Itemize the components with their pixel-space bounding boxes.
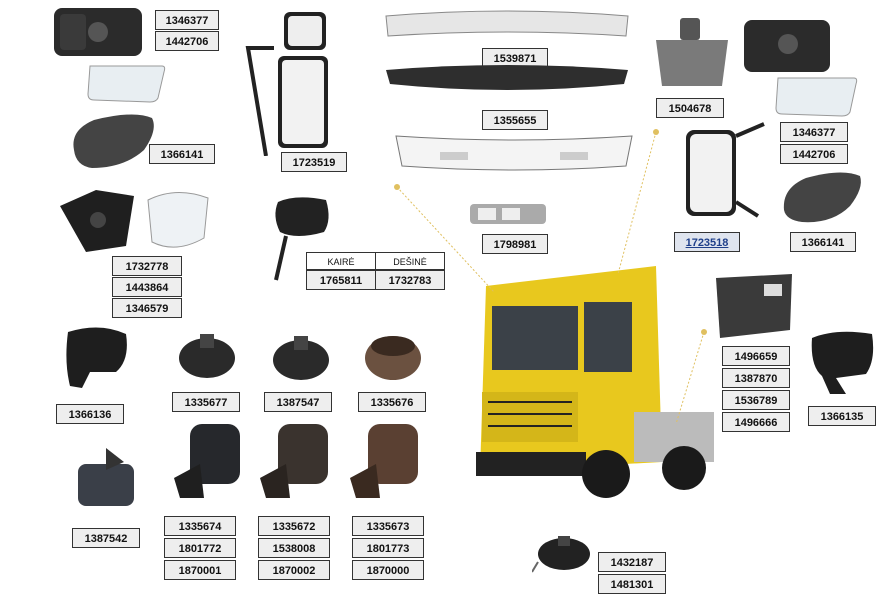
part-number-label: 1870001	[164, 560, 236, 580]
truck-mirror-arm-image	[244, 8, 332, 157]
filter-assembly-image	[346, 418, 426, 502]
part-number-label: 1335677	[172, 392, 240, 412]
side-panel-image	[712, 272, 796, 340]
part-number-label: 1366141	[149, 144, 215, 164]
table-header-left: KAIRĖ	[306, 252, 376, 270]
part-number-label: 1870002	[258, 560, 330, 580]
fuel-cap-image	[531, 526, 596, 576]
truck-mirror-right-image	[682, 122, 766, 222]
part-number-label: 1387542	[72, 528, 140, 548]
sun-visor-white-image	[382, 8, 632, 42]
part-number-label: 1346579	[112, 298, 182, 318]
lamp-image	[468, 200, 548, 228]
part-number-label: 1355655	[482, 110, 548, 130]
part-number-label: 1387870	[722, 368, 790, 388]
filter-cap-image	[362, 328, 424, 382]
table-value-right: 1732783	[375, 270, 445, 290]
part-number-label: 1346377	[155, 10, 219, 30]
part-number-label: 1335672	[258, 516, 330, 536]
part-number-label: 1870000	[352, 560, 424, 580]
part-number-label: 1732778	[112, 256, 182, 276]
truck-image	[466, 262, 722, 506]
mirror-glass-image	[772, 74, 860, 118]
mirror-backing-plate-image	[56, 186, 216, 256]
part-number-label: 1366136	[56, 404, 124, 424]
mirror-housing-image	[60, 322, 132, 392]
part-number-label: 1496659	[722, 346, 790, 366]
part-number-label: 1801773	[352, 538, 424, 558]
part-number-label: 1442706	[155, 31, 219, 51]
mirror-glass-backing-image	[742, 18, 832, 74]
part-number-label: 1335676	[358, 392, 426, 412]
part-number-label: 1723519	[281, 152, 347, 172]
filter-assembly-image	[256, 418, 336, 502]
part-number-label: 1798981	[482, 234, 548, 254]
mirror-cover-image	[64, 110, 160, 172]
table-header-right: DEŠINĖ	[375, 252, 445, 270]
part-number-label: 1481301	[598, 574, 666, 594]
interior-mirror-image	[650, 16, 734, 92]
table-value-left: 1765811	[306, 270, 376, 290]
side-mirror-image	[266, 192, 336, 286]
part-number-label: 1723518	[674, 232, 740, 252]
part-number-label: 1442706	[780, 144, 848, 164]
part-number-label: 1443864	[112, 277, 182, 297]
mirror-glass-image	[84, 62, 168, 104]
part-number-label: 1366141	[790, 232, 856, 252]
part-number-label: 1387547	[264, 392, 332, 412]
part-number-label: 1536789	[722, 390, 790, 410]
sun-visor-black-image	[382, 62, 632, 102]
part-number-label: 1801772	[164, 538, 236, 558]
part-number-label: 1538008	[258, 538, 330, 558]
bumper-white-image	[390, 132, 638, 176]
part-number-label: 1335673	[352, 516, 424, 536]
part-number-label: 1496666	[722, 412, 790, 432]
mirror-cover-image	[776, 166, 864, 226]
filter-cap-image	[270, 330, 332, 384]
mirror-housing-image	[806, 326, 878, 396]
part-number-label: 1346377	[780, 122, 848, 142]
part-number-label: 1504678	[656, 98, 724, 118]
filter-cap-image	[176, 328, 238, 382]
air-filter-image	[72, 446, 140, 510]
part-number-label: 1366135	[808, 406, 876, 426]
mirror-glass-backing-image	[52, 6, 144, 58]
filter-assembly-image	[170, 418, 248, 502]
part-number-label: 1335674	[164, 516, 236, 536]
part-number-label: 1432187	[598, 552, 666, 572]
